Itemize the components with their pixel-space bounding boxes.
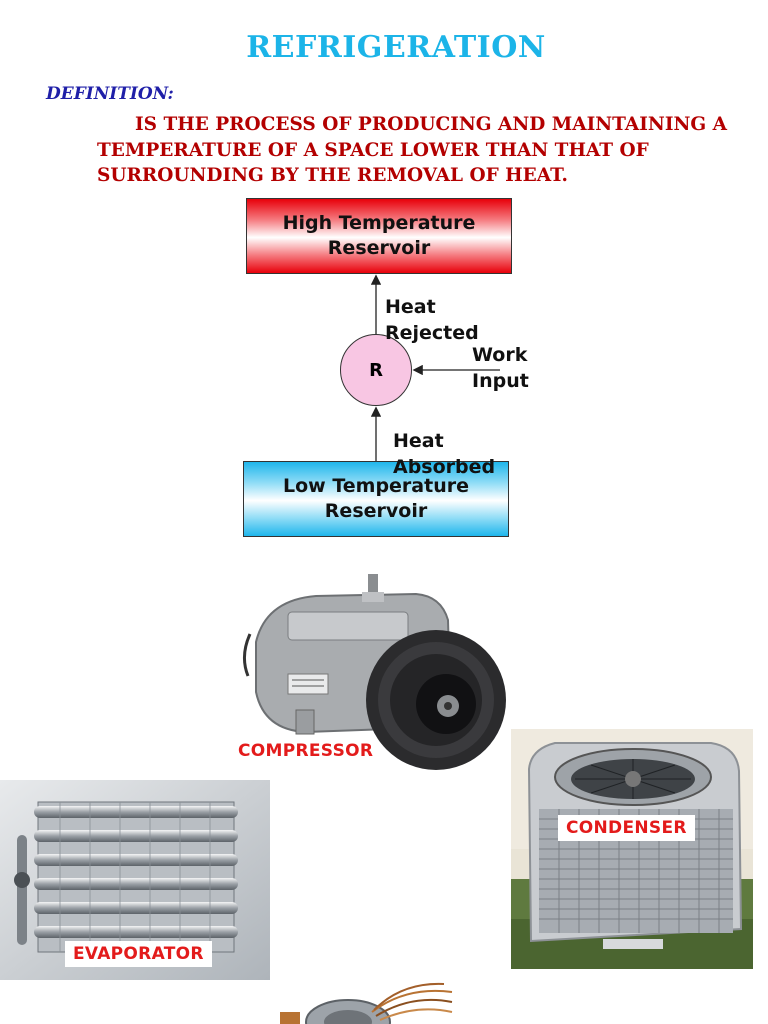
definition-text: IS THE PROCESS OF PRODUCING AND MAINTAIN… xyxy=(97,114,727,186)
high-reservoir-label: High Temperature Reservoir xyxy=(282,212,476,259)
work-input-label: Work Input xyxy=(472,344,529,392)
compressor-photo xyxy=(236,572,508,784)
evaporator-label: EVAPORATOR xyxy=(65,941,212,967)
condenser-photo xyxy=(511,729,753,969)
expansion-valve-photo xyxy=(276,982,456,1024)
compressor-label: COMPRESSOR xyxy=(238,741,374,761)
refrigerator-label: R xyxy=(369,359,383,381)
low-reservoir-label: Low Temperature Reservoir xyxy=(283,475,469,522)
low-temperature-reservoir: Low Temperature Reservoir xyxy=(243,461,509,537)
heat-absorbed-label: Heat Absorbed xyxy=(393,430,496,478)
page-title: REFRIGERATION xyxy=(246,30,546,65)
definition-label: DEFINITION: xyxy=(46,84,174,104)
heat-rejected-label: Heat Rejected xyxy=(385,296,479,344)
condenser-label: CONDENSER xyxy=(558,815,695,841)
high-temperature-reservoir: High Temperature Reservoir xyxy=(246,198,512,274)
refrigerator-node: R xyxy=(340,334,412,406)
